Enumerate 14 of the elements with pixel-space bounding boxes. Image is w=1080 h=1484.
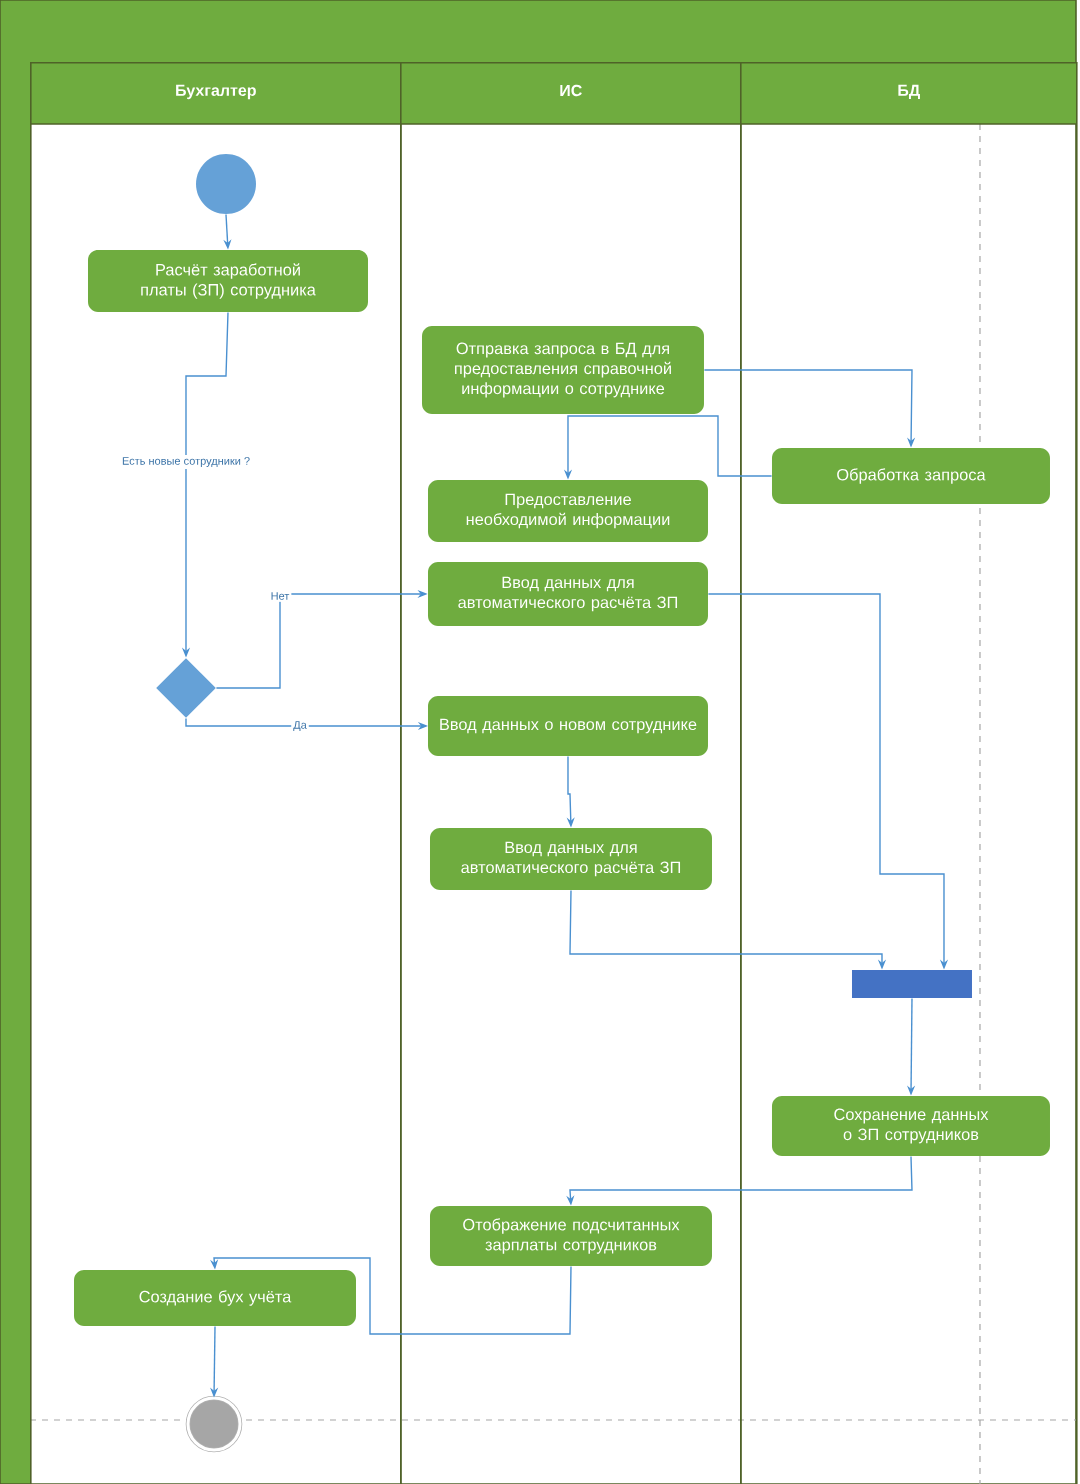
activity-box: Предоставление необходимой информации <box>428 480 708 542</box>
activity-box: Ввод данных для автоматического расчёта ЗП <box>428 562 708 626</box>
activity-box: Ввод данных для автоматического расчёта ЗП <box>430 828 712 890</box>
activity-box: Расчёт заработной платы (ЗП) сотрудника <box>88 250 368 312</box>
activity-box: Ввод данных о новом сотруднике <box>428 696 708 756</box>
end-circle <box>185 1395 243 1453</box>
join-bar <box>852 970 972 998</box>
decision-diamond <box>156 658 216 718</box>
activity-box: Обработка запроса <box>772 448 1050 504</box>
activity-box: Создание бух учёта <box>74 1270 356 1326</box>
activity-box: Отображение подсчитанных зарплаты сотрудников <box>430 1206 712 1266</box>
start-circle <box>196 154 256 214</box>
activity-box: Отправка запроса в БД для предоставления справочной информации о сотруднике <box>422 326 704 414</box>
activity-box: Сохранение данных о ЗП сотрудников <box>772 1096 1050 1156</box>
